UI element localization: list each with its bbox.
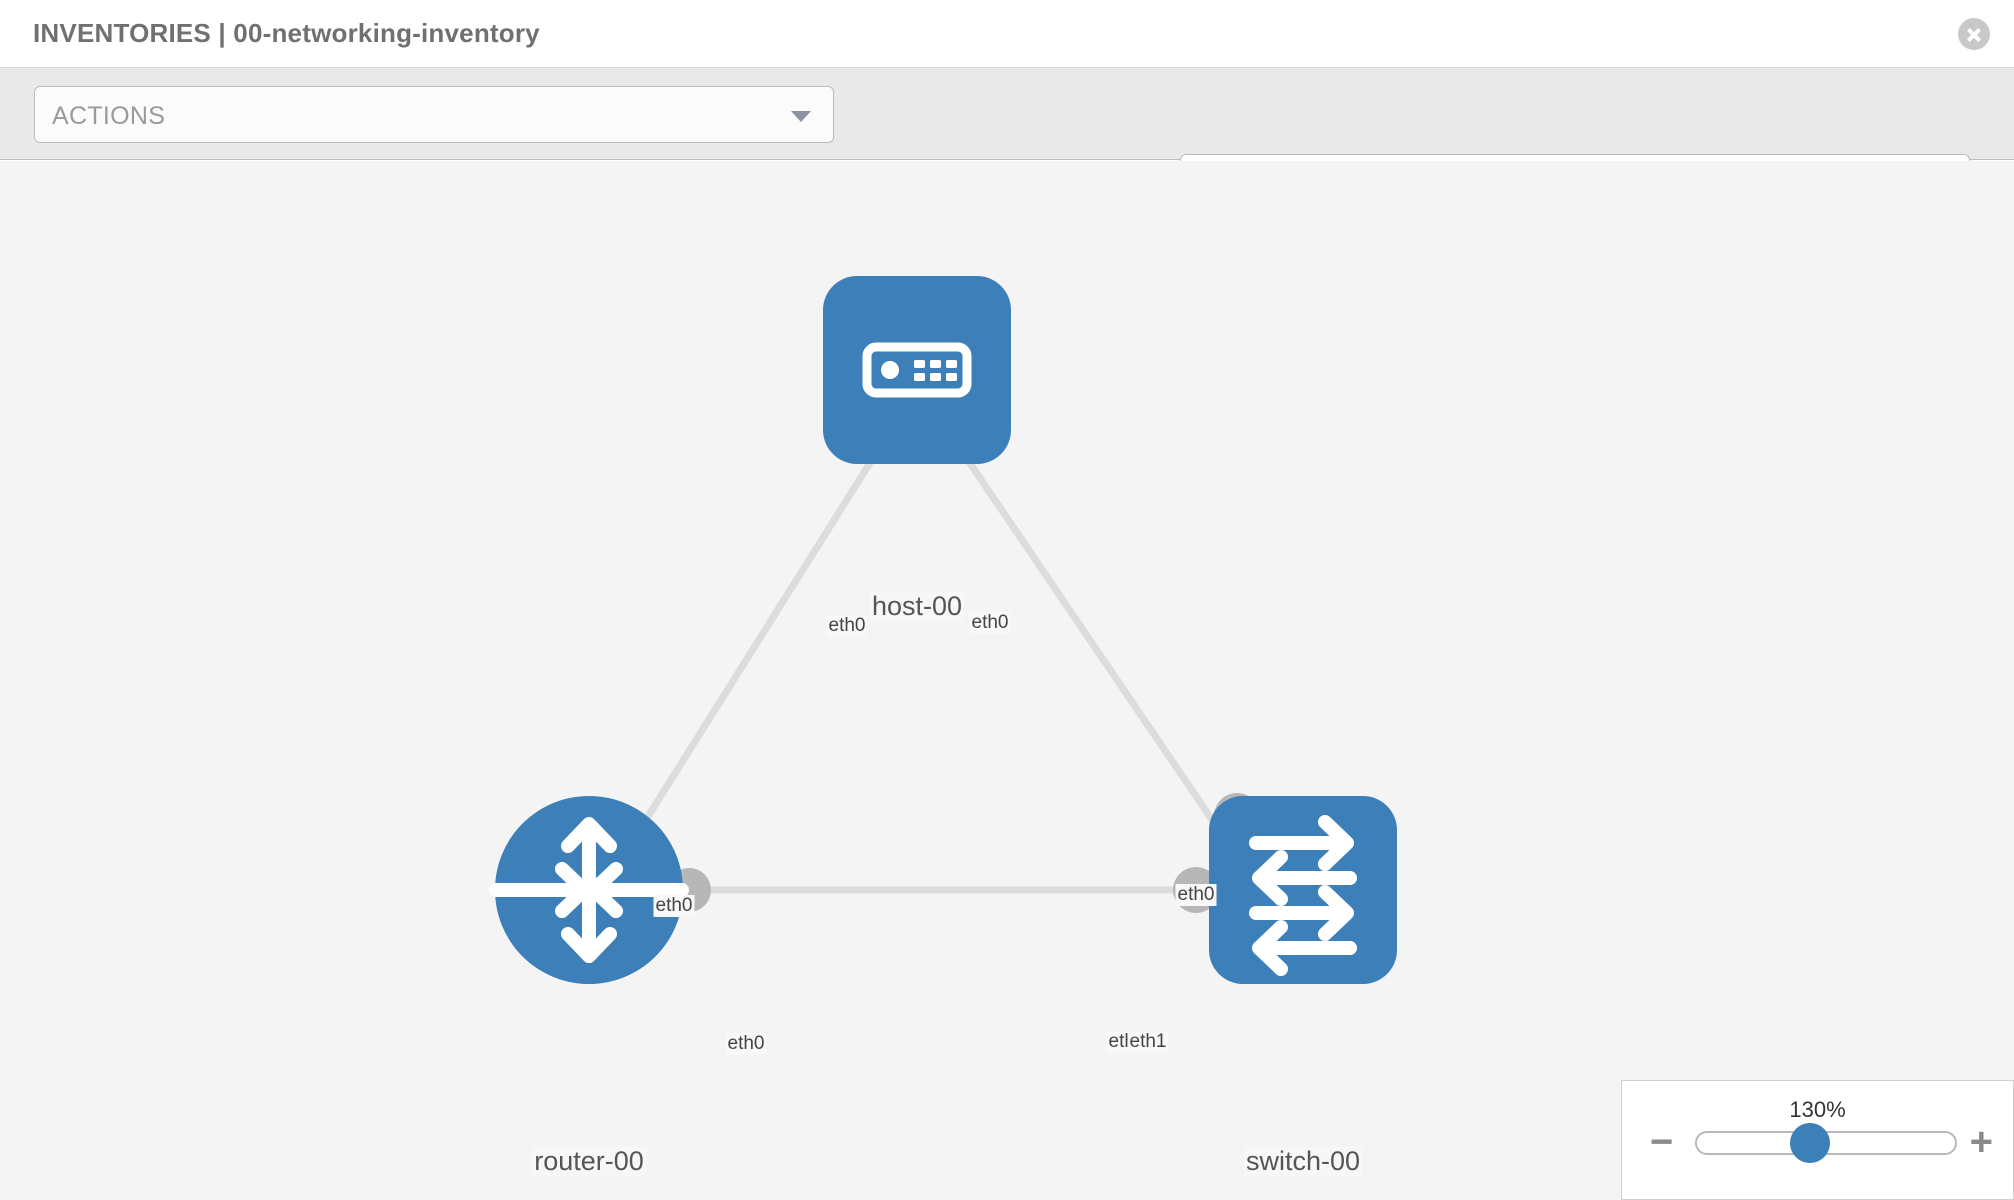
node-label-host-00: host-00: [869, 591, 965, 622]
chevron-down-icon: [791, 111, 811, 122]
actions-dropdown[interactable]: ACTIONS: [34, 86, 834, 143]
toolbar: ACTIONS SEARCH: [0, 68, 2014, 211]
link-host-router: [617, 429, 893, 863]
link-group: [617, 429, 1243, 894]
port-group: [667, 407, 1260, 913]
zoom-slider-thumb[interactable]: [1790, 1123, 1830, 1163]
page-title: INVENTORIES | 00-networking-inventory: [33, 18, 540, 48]
node-router-00[interactable]: [489, 796, 689, 984]
topology-canvas[interactable]: eth0 eth0 eth0 eth0 eth0 eth1 eth0 host-…: [0, 161, 2014, 1200]
node-switch-00[interactable]: [1209, 796, 1397, 984]
minus-icon[interactable]: −: [1650, 1120, 1674, 1164]
zoom-control-panel: 130% − +: [1621, 1080, 2014, 1200]
node-label-router-00: router-00: [532, 1146, 646, 1177]
topology-graph: [489, 276, 1397, 984]
node-label-switch-00: switch-00: [1243, 1146, 1363, 1177]
actions-dropdown-label: ACTIONS: [52, 102, 166, 130]
node-host-00[interactable]: [823, 276, 1011, 464]
plus-icon[interactable]: +: [1969, 1120, 1993, 1164]
close-icon[interactable]: [1958, 18, 1990, 50]
link-label: eth0: [969, 612, 1011, 634]
link-label: eth0: [653, 895, 695, 917]
link-label: eth0: [1175, 884, 1217, 906]
link-label: eth1: [1127, 1031, 1169, 1053]
page-header: INVENTORIES | 00-networking-inventory: [0, 0, 2014, 68]
link-host-switch: [945, 429, 1243, 863]
zoom-level-value: 130%: [1789, 1097, 1846, 1122]
link-label: eth0: [826, 615, 868, 637]
link-label: eth0: [725, 1033, 767, 1055]
